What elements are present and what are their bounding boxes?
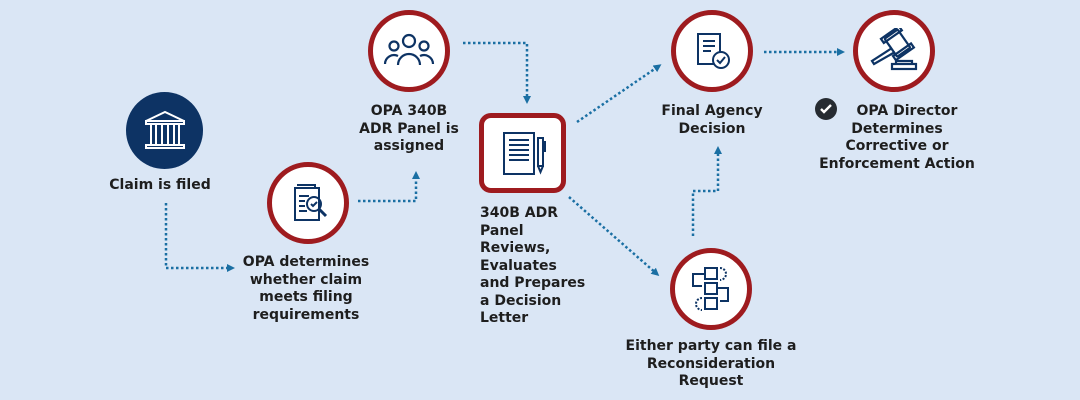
label-line: Panel (480, 222, 524, 239)
arrow-recon-to-final (691, 146, 722, 236)
arrow-opa-to-panel (358, 171, 420, 203)
group-people-icon (383, 33, 435, 66)
arrow-claim-to-opa (164, 203, 235, 272)
claim-node (126, 92, 203, 169)
label-line: Final Agency (661, 103, 763, 119)
document-pen-icon (502, 132, 546, 175)
opa-determines-label: OPA determines whether claim meets filin… (226, 254, 386, 324)
label-line: Evaluates (480, 257, 557, 274)
label-line: Enforcement Action (819, 155, 975, 172)
label-line: ADR Panel is (359, 120, 459, 137)
claim-label: Claim is filed (100, 177, 220, 195)
gavel-icon (870, 28, 918, 71)
label-line: Decision (678, 120, 746, 137)
label-line: Reconsideration (646, 355, 776, 372)
document-check-icon (697, 33, 730, 69)
label-line: OPA determines (242, 254, 370, 270)
checkmark-icon (820, 104, 832, 114)
label-line: Either party can file a (625, 338, 797, 354)
label-line: meets filing (259, 289, 353, 305)
label-line: whether claim (249, 271, 363, 288)
process-flow-gears-icon (692, 267, 729, 311)
director-label: OPA Director Determines Corrective or En… (817, 103, 977, 173)
reconsideration-node (670, 248, 752, 330)
panel-assigned-node (368, 10, 450, 92)
final-decision-label: Final Agency Decision (642, 103, 782, 138)
arrow-review-to-recon (568, 196, 660, 276)
label-line: Request (678, 373, 744, 389)
final-decision-node (671, 10, 753, 92)
checkmark-badge (815, 98, 837, 120)
label-line: Letter (480, 310, 529, 326)
courthouse-icon (144, 110, 185, 149)
label-line: and Prepares (480, 275, 586, 291)
label-line: Determines (851, 120, 943, 137)
reconsideration-label: Either party can file a Reconsideration … (621, 338, 801, 391)
arrow-review-to-final (576, 64, 662, 124)
panel-review-label: 340B ADR Panel Reviews, Evaluates and Pr… (480, 205, 590, 328)
panel-review-node (479, 113, 566, 193)
opa-determines-node (267, 162, 349, 244)
label-line: 340B ADR (480, 205, 559, 221)
label-line: OPA 340B (370, 103, 448, 119)
label-line: OPA Director (856, 103, 958, 119)
label-line: assigned (373, 138, 445, 154)
director-node (853, 10, 935, 92)
document-search-check-icon (294, 184, 328, 221)
label-line: Corrective or (845, 138, 949, 154)
label-line: requirements (252, 306, 360, 323)
panel-assigned-label: OPA 340B ADR Panel is assigned (339, 103, 479, 156)
label-line: Claim is filed (109, 177, 211, 193)
label-line: a Decision (480, 292, 562, 309)
label-line: Reviews, (480, 240, 551, 256)
arrow-panel-to-review (463, 41, 531, 104)
